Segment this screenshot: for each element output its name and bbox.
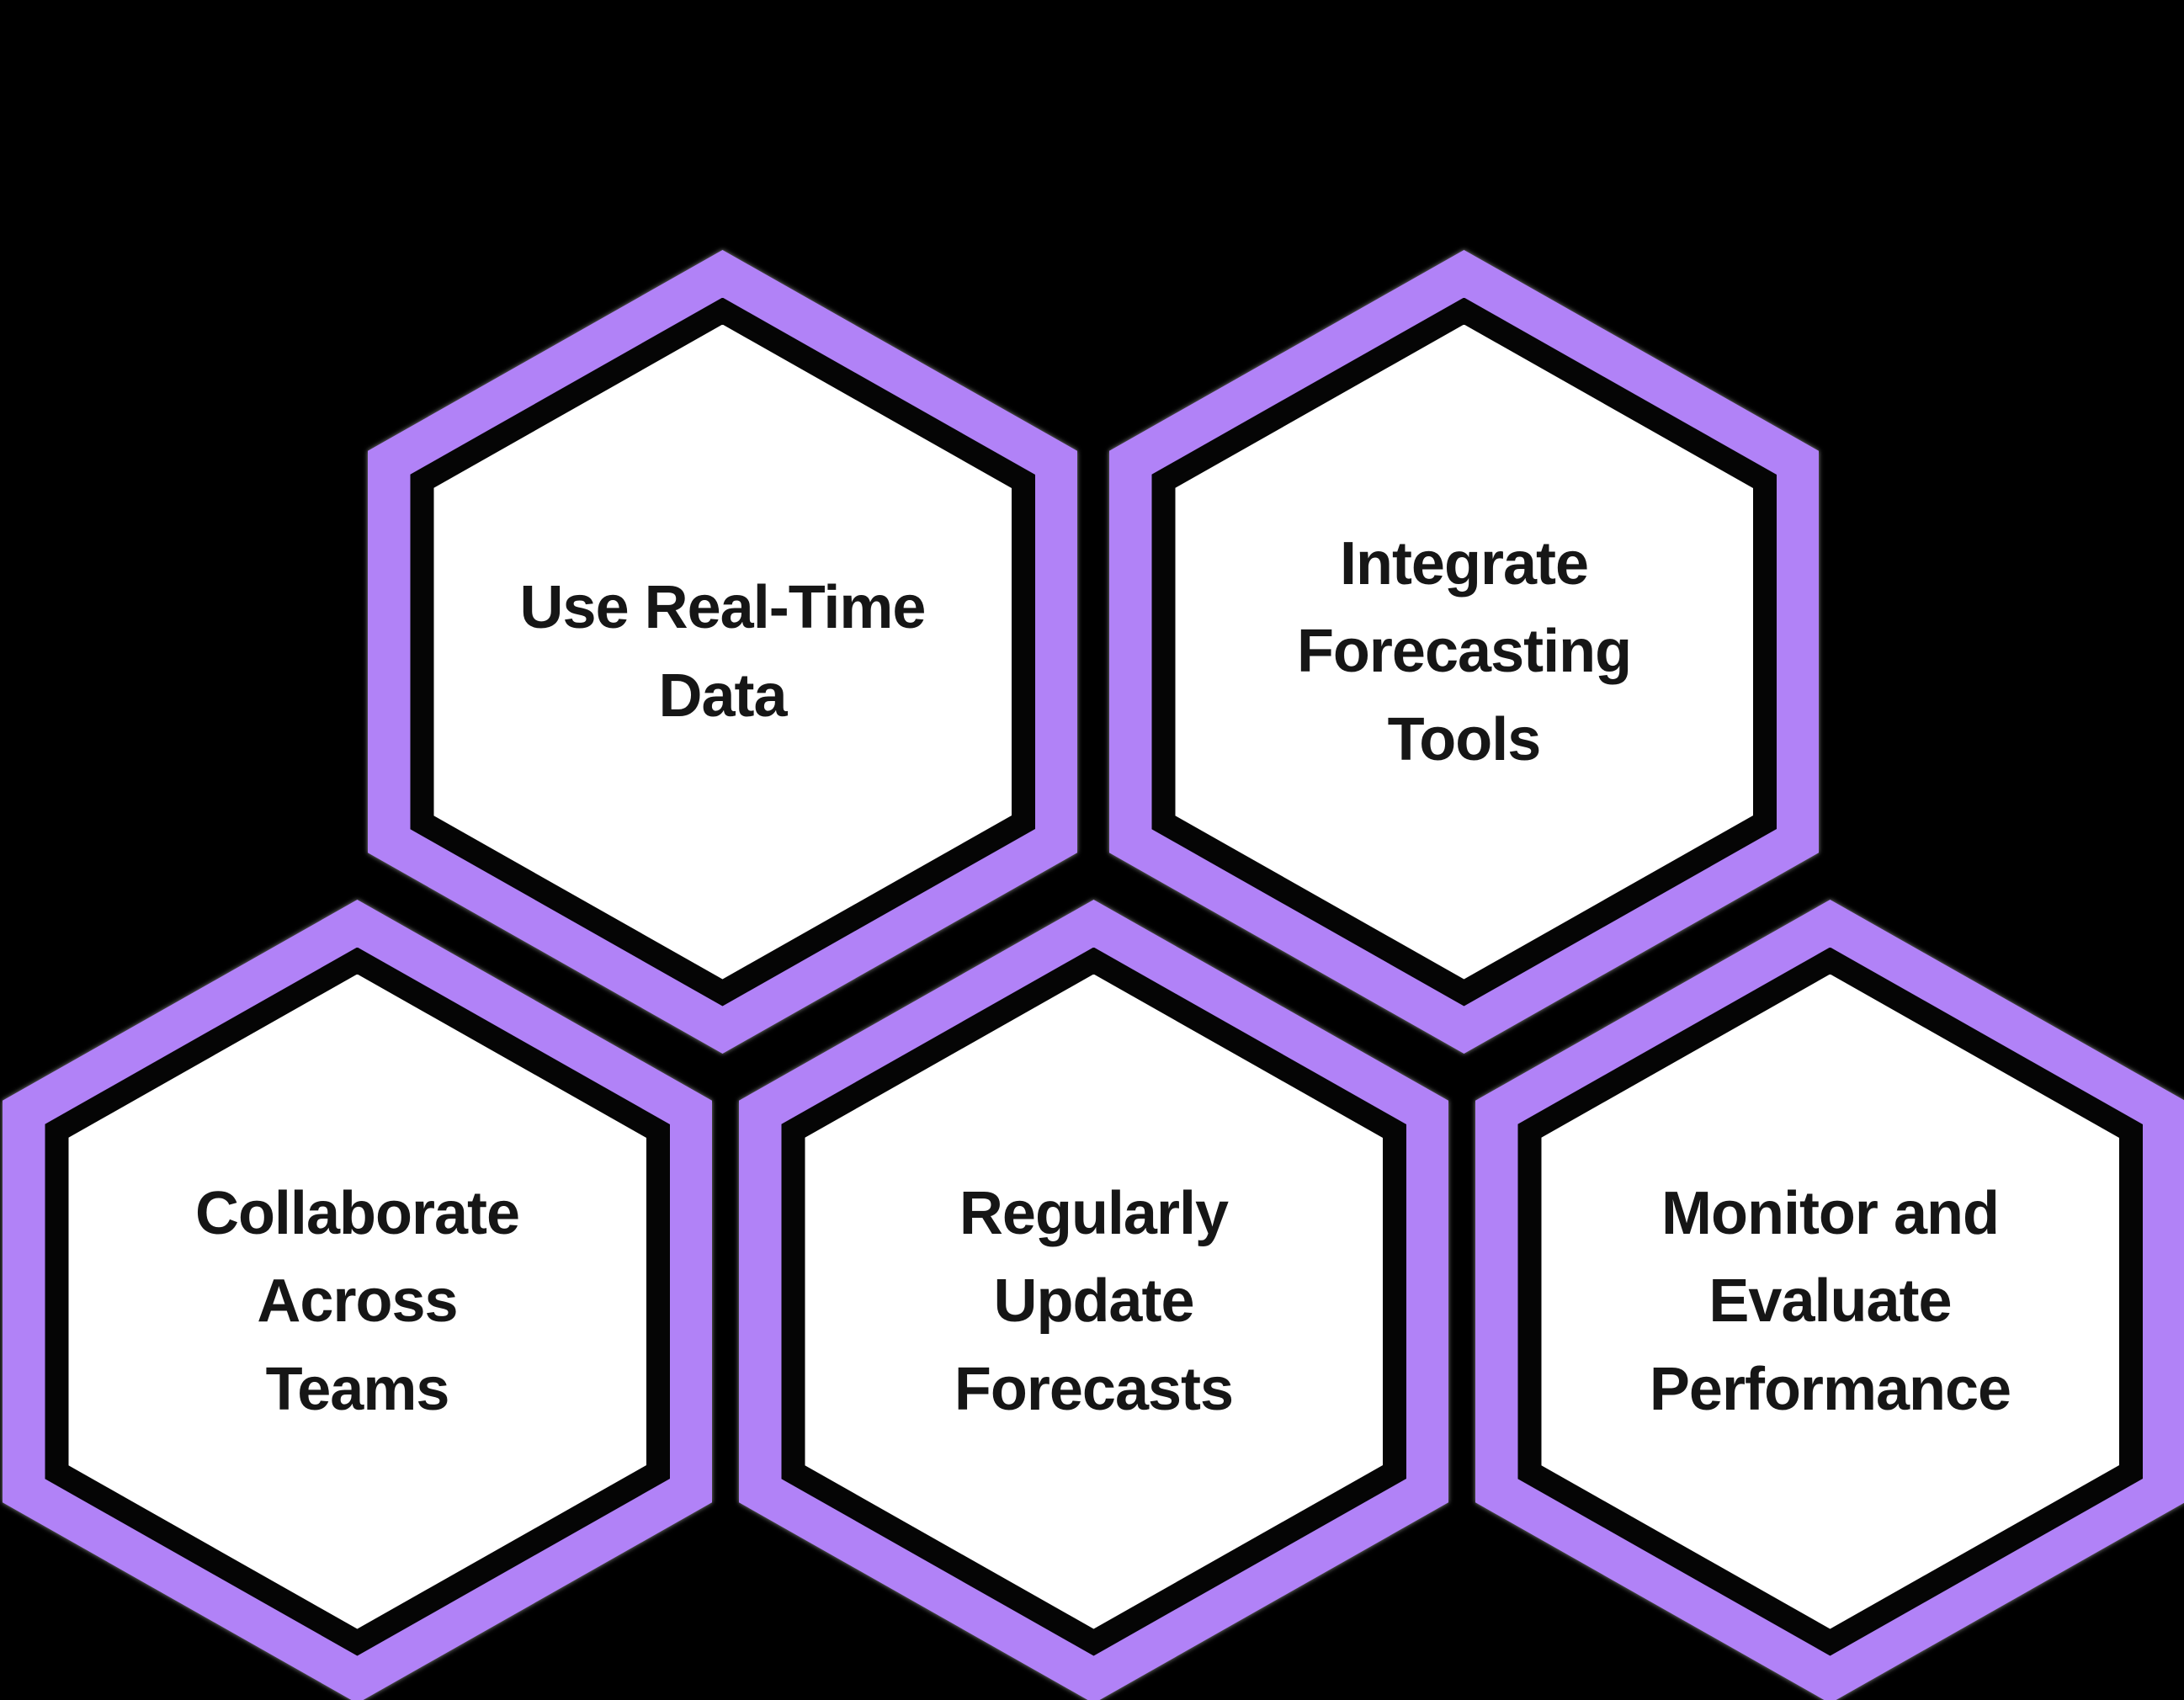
hexagon-regularly-update-forecasts: Regularly Update Forecasts — [739, 900, 1448, 1700]
hexagon-label: Regularly Update Forecasts — [954, 1179, 1234, 1423]
hexagon-label: Monitor and Evaluate Performance — [1649, 1179, 2011, 1423]
hexagon-label: Collaborate Across Teams — [194, 1179, 520, 1423]
hexagon-use-real-time-data: Use Real-Time Data — [368, 250, 1077, 1054]
hexagon-label: Integrate Forecasting Tools — [1296, 529, 1632, 773]
hexagon-label: Use Real-Time Data — [519, 574, 927, 730]
hexagon-integrate-forecasting-tools: Integrate Forecasting Tools — [1109, 250, 1819, 1054]
hexagon-monitor-and-evaluate-performance: Monitor and Evaluate Performance — [1475, 900, 2184, 1700]
hexagon-collaborate-across-teams: Collaborate Across Teams — [3, 900, 712, 1700]
